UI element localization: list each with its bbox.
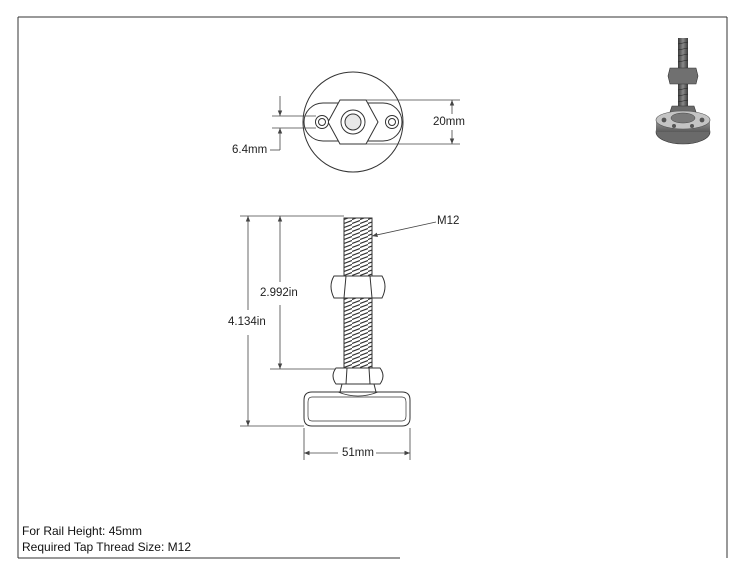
front-view: [303, 217, 411, 427]
leveling-foot-3d-icon: [655, 38, 711, 145]
base-diameter-label: 51mm: [342, 447, 374, 459]
top-view-dimensions: [270, 96, 460, 151]
thread-size-label: M12: [437, 215, 460, 227]
thread-length-label: 2.992in: [260, 287, 298, 299]
front-view-dimensions: [240, 215, 437, 460]
top-view: [302, 71, 404, 173]
tap-thread-note: Required Tap Thread Size: M12: [22, 540, 191, 554]
overall-height-label: 4.134in: [228, 316, 266, 328]
bolt-spacing-label: 6.4mm: [232, 144, 268, 156]
nut-width-label: 20mm: [433, 116, 465, 128]
rail-height-note: For Rail Height: 45mm: [22, 524, 143, 538]
sheet-border: [17, 16, 728, 559]
